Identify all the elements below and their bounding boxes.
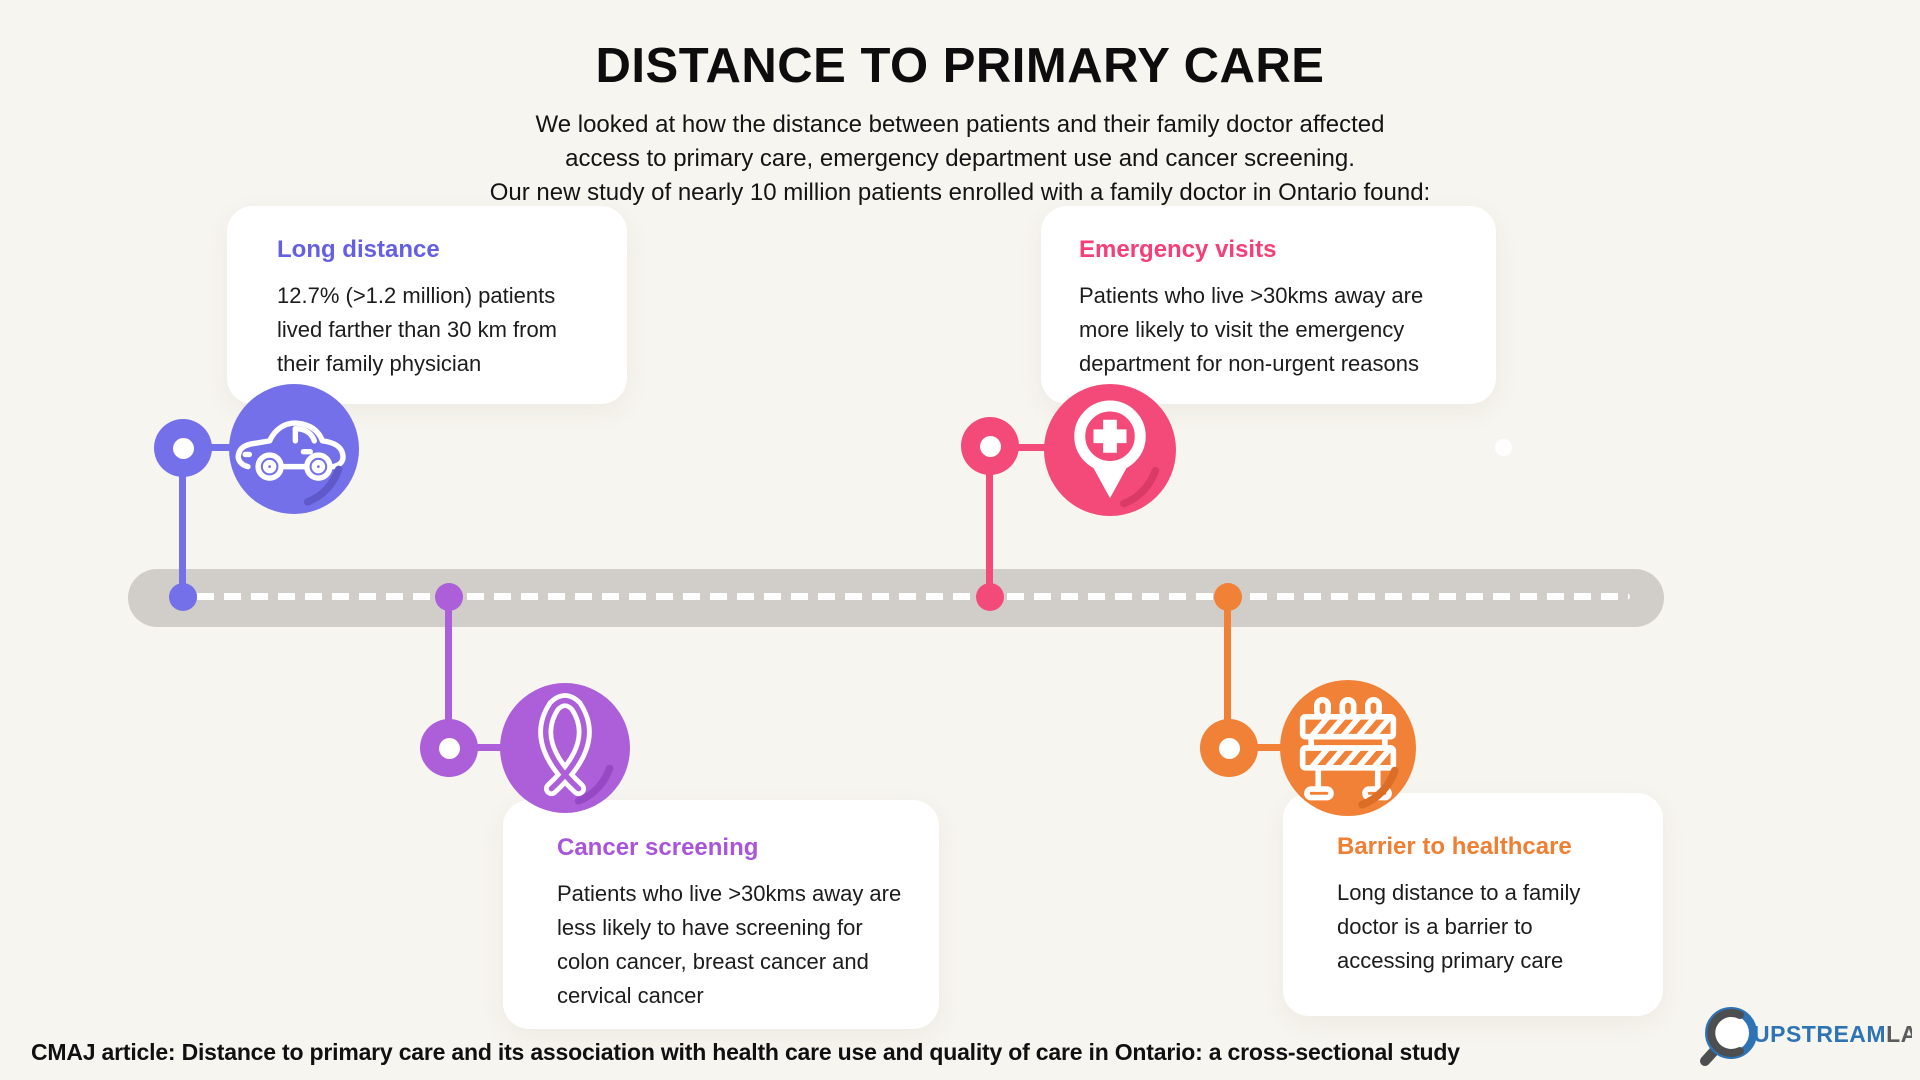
- card-title: Emergency visits: [1079, 236, 1277, 263]
- connector-line: [986, 446, 993, 597]
- timeline-dot: [435, 583, 463, 611]
- node-shadow-arc: [1358, 766, 1399, 809]
- car-icon: [235, 420, 346, 506]
- milestone-node: [1280, 680, 1416, 816]
- milestone-node: [500, 683, 630, 813]
- connector-line: [445, 597, 452, 748]
- ribbon-icon: [538, 693, 614, 805]
- subtitle-line-2: access to primary care, emergency depart…: [565, 145, 1355, 172]
- decor-dot: [1495, 439, 1512, 456]
- card-body: Long distance to a family doctor is a ba…: [1337, 880, 1581, 973]
- milestone-node: [229, 384, 359, 514]
- card-title: Barrier to healthcare: [1337, 833, 1572, 860]
- header: DISTANCE TO PRIMARY CARE We looked at ho…: [0, 0, 1920, 210]
- timeline-dot: [169, 583, 197, 611]
- barrier-icon: [1299, 697, 1399, 809]
- road-center-dashes: [170, 593, 1630, 600]
- card-barrier-to-healthcare: Barrier to healthcare Long distance to a…: [1283, 793, 1663, 1016]
- connector-line: [179, 448, 186, 597]
- upstream-lab-logo: UPSTREAMLAB: [1700, 1007, 1912, 1066]
- milestone-ring: [154, 419, 212, 477]
- card-body: 12.7% (>1.2 million) patients lived fart…: [277, 283, 558, 376]
- node-shadow-arc: [1119, 466, 1160, 508]
- magnifier-shade: [1707, 1009, 1744, 1057]
- subtitle-line-3: Our new study of nearly 10 million patie…: [489, 179, 1431, 206]
- page-title: DISTANCE TO PRIMARY CARE: [595, 39, 1325, 93]
- card-title: Cancer screening: [557, 834, 759, 861]
- medical-pin-icon: [1074, 400, 1160, 508]
- timeline-dot: [976, 583, 1004, 611]
- card-body: Patients who live >30kms away are more l…: [1079, 283, 1424, 376]
- logo-text-lab: LAB: [1886, 1021, 1912, 1047]
- connector-line: [1224, 597, 1231, 748]
- card-title: Long distance: [277, 236, 440, 263]
- footer-citation: CMAJ article: Distance to primary care a…: [31, 1039, 1460, 1065]
- card-long-distance: Long distance 12.7% (>1.2 million) patie…: [227, 206, 627, 404]
- card-emergency-visits: Emergency visits Patients who live >30km…: [1041, 206, 1496, 404]
- milestone-ring: [1200, 719, 1258, 777]
- page-subtitle: We looked at how the distance between pa…: [0, 108, 1920, 210]
- road-timeline: [128, 569, 1664, 627]
- timeline-dot: [1214, 583, 1242, 611]
- node-shadow-arc: [303, 465, 343, 506]
- subtitle-line-1: We looked at how the distance between pa…: [535, 111, 1385, 138]
- node-shadow-arc: [574, 764, 614, 805]
- logo-text: UPSTREAMLAB: [1753, 1021, 1912, 1047]
- logo-text-upstream: UPSTREAM: [1753, 1021, 1886, 1047]
- milestone-ring: [961, 417, 1019, 475]
- card-body: Patients who live >30kms away are less l…: [557, 881, 902, 1008]
- milestone-ring: [420, 719, 478, 777]
- card-cancer-screening: Cancer screening Patients who live >30km…: [503, 800, 939, 1029]
- milestone-node: [1044, 384, 1176, 516]
